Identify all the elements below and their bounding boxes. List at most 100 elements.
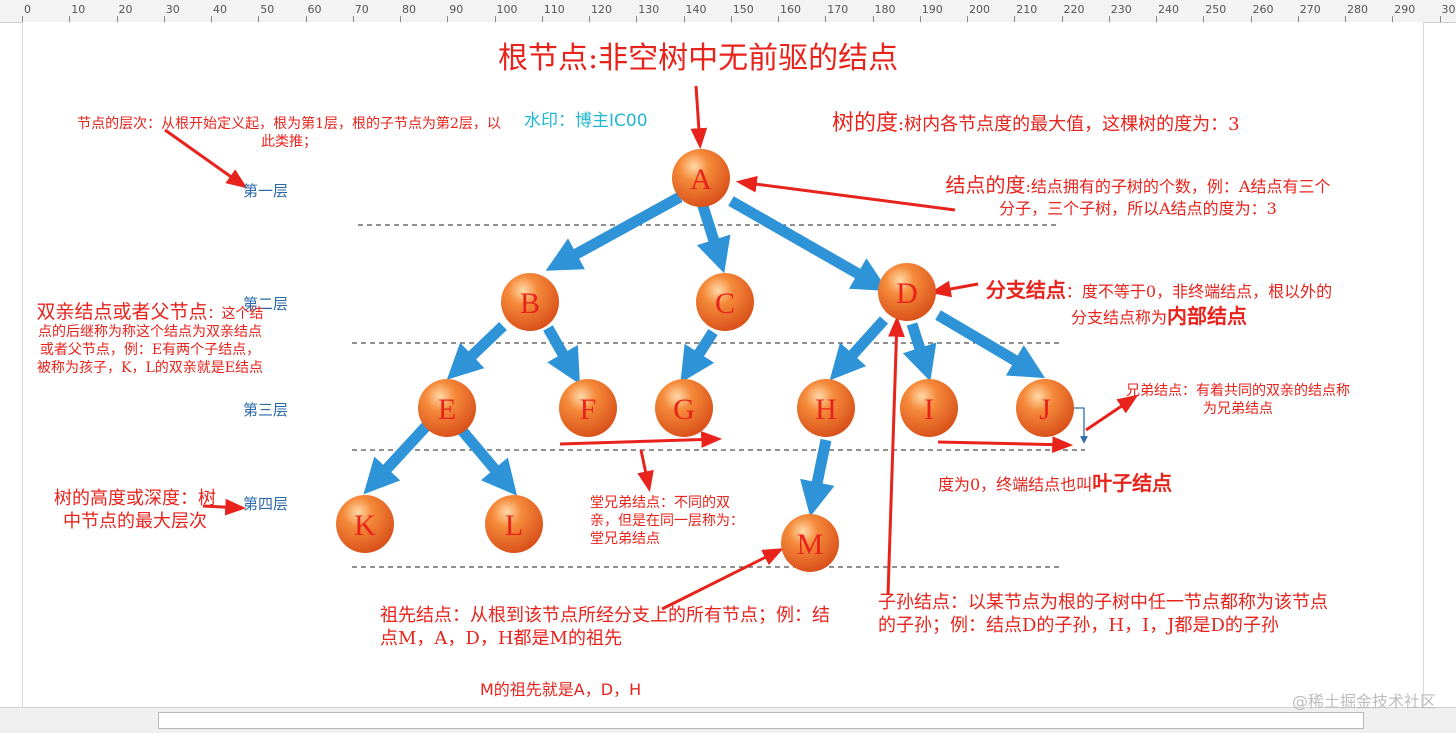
node-g-ball [655,379,713,437]
horizontal-scrollbar-thumb[interactable] [158,712,1364,729]
node-c[interactable]: C [696,273,754,331]
ruler-mark [778,16,779,22]
edge-b-e [446,322,507,380]
ruler-mark [1061,16,1063,22]
edge-e-k [363,418,435,495]
ruler-mark [305,16,307,22]
tree-edges [363,192,1046,517]
node-m[interactable]: M [781,514,839,572]
node-e[interactable]: E [418,379,476,437]
node-e-ball [418,379,476,437]
ruler-mark [211,16,212,22]
edge-d-h [829,316,889,381]
arrow-descendant [886,315,905,596]
parent-head: 双亲结点或者父节点 [36,301,208,323]
watermark-bottom: @稀土掘金技术社区 [1291,692,1436,711]
arrow-cousin-vertical [637,449,654,493]
ruler-tick-label: 290 [1394,3,1416,16]
edge-d-i [902,322,937,382]
ruler-tick-label: 210 [1016,3,1038,16]
ruler-mark [825,16,827,22]
branch-body: ：度不等于0，非终端结点，根以外的分支结点称为 [1065,282,1333,327]
ruler-mark [400,16,401,22]
descendant-note: 子孙结点：以某节点为根的子树中任一节点都称为该节点的子孙；例：结点D的子孙，H，… [878,592,1328,637]
edge-c-g [680,329,718,383]
ruler-tick-label: 190 [921,3,943,16]
ruler-mark [589,16,590,22]
parent-body: 这个结点的后继称为称这个结点为双亲结点或者父节点，例：E有两个子结点，被称为孩子… [37,306,264,377]
ancestor-note: 祖先结点：从根到该节点所经分支上的所有节点；例：结点M，A，D，H都是M的祖先 [380,605,830,650]
leaf-body: 度为0，终端结点也叫 [938,475,1093,494]
edge-b-f [543,325,580,385]
node-k[interactable]: K [336,495,394,553]
ruler-tick-label: 40 [213,3,227,16]
ruler-tick-label: 30 [165,3,180,16]
ruler-tick-label: 120 [591,3,612,16]
ruler-tick-label: 280 [1347,3,1368,16]
branch-node-note: 分支结点：度不等于0，非终端结点，根以外的分支结点称为内部结点 [984,278,1334,329]
arrow-branch [929,280,979,298]
ruler-mark [1014,16,1016,22]
ruler-tick-label: 250 [1205,3,1227,16]
node-j[interactable]: J [1016,379,1074,437]
node-i[interactable]: I [900,379,958,437]
node-h-label: H [815,393,837,426]
horizontal-scrollbar[interactable] [0,707,1456,733]
ruler-tick-label: 10 [71,3,86,16]
branch-head: 分支结点 [985,278,1066,302]
node-degree-body: :结点拥有的子树的个数，例：A结点有三个分子，三个子树，所以A结点的度为：3 [999,177,1331,218]
edge-a-b [545,192,683,271]
ruler-tick-label: 20 [118,3,133,16]
ruler-mark [919,16,921,22]
ruler-tick-label: 130 [638,3,660,16]
ruler-mark [258,16,260,22]
node-f-label: F [580,393,597,426]
arrow-level-def [164,128,248,189]
ruler-tick-label: 220 [1063,3,1085,16]
node-a[interactable]: A [672,149,730,207]
ruler-tick-label: 170 [827,3,849,16]
edge-a-d [728,196,889,291]
ruler-tick-label: 50 [260,3,275,16]
node-a-ball [672,149,730,207]
ruler-tick-label: 80 [402,3,416,16]
arrow-title-to-a [690,85,708,150]
node-m-ball [781,514,839,572]
node-i-label: I [924,393,934,426]
node-g-label: G [673,393,695,426]
node-a-label: A [690,163,712,196]
leaf-note: 度为0，终端结点也叫叶子结点 [938,471,1258,497]
node-k-ball [336,495,394,553]
tree-degree-note: 树的度:树内各节点度的最大值，这棵树的度为：3 [832,110,1292,138]
ruler-tick-label: 0 [24,3,31,16]
level-3-label: 第三层 [243,401,289,419]
tree-nodes: A B C D E F G H I J K L M [336,149,1074,572]
ruler-tick-label: 230 [1110,3,1132,16]
node-b[interactable]: B [501,273,559,331]
node-f[interactable]: F [559,379,617,437]
ruler-tick-label: 150 [732,3,754,16]
node-d-label: D [896,277,918,310]
ruler-mark [683,16,685,22]
node-e-label: E [438,393,456,426]
node-g[interactable]: G [655,379,713,437]
ruler-tick-label: 30 [1441,3,1456,16]
node-b-label: B [520,287,540,320]
ruler-tick-label: 260 [1252,3,1274,16]
ruler-tick-label: 70 [354,3,369,16]
ruler-mark [69,16,71,22]
node-d-ball [878,263,936,321]
ruler-mark [541,16,543,22]
node-k-label: K [354,509,376,542]
cousin-note: 堂兄弟结点：不同的双亲，但是在同一层称为：堂兄弟结点 [590,495,744,547]
node-degree-head: 结点的度 [945,173,1026,197]
node-d[interactable]: D [878,263,936,321]
tree-degree-body: :树内各节点度的最大值，这棵树的度为：3 [898,114,1240,135]
ruler-mark [1156,16,1157,22]
node-h-ball [797,379,855,437]
node-l[interactable]: L [485,495,543,553]
node-h[interactable]: H [797,379,855,437]
ruler-mark [636,16,638,22]
